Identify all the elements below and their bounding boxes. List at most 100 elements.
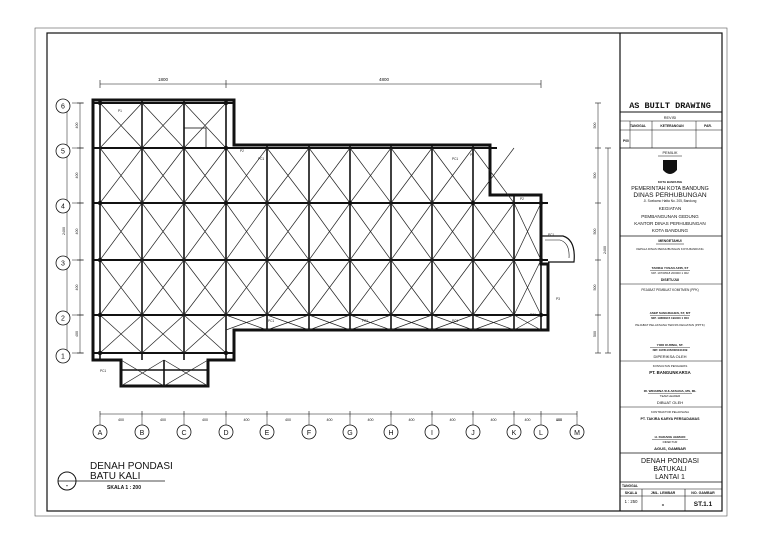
diagonal-brace [99, 314, 143, 354]
hint-tag: P2 [520, 197, 524, 201]
column-dot [97, 100, 103, 106]
logo-caption: KOTA BANDUNG [658, 180, 683, 184]
jml-label: JML. LEMBAR [651, 491, 676, 495]
diagonal-brace [183, 314, 227, 354]
contractor-label: KONTRAKTOR PELAKSANA [651, 410, 689, 414]
top-dim-1: 4800 [379, 77, 390, 82]
column-dot [97, 200, 103, 206]
row-bubble-circle [55, 143, 71, 159]
top-dim-0: 1800 [158, 77, 169, 82]
col-bubble-label: K [512, 430, 517, 437]
pc-tag: PC1 [100, 369, 106, 373]
row-bubble-circle [55, 98, 71, 114]
bottom-dim: 400 [285, 418, 291, 422]
kegiatan-line2: KANTOR DINAS PERHUBUNGAN [634, 221, 705, 226]
consultant-name: PT. BANGUNKARSA [649, 370, 691, 375]
diagonal-brace [141, 202, 185, 261]
bottom-dim: 400 [491, 418, 497, 422]
diagonal-brace [225, 202, 268, 261]
row-bubble-circle [55, 348, 71, 364]
kadis-role: KEPALA DINAS PERHUBUNGAN KOTA BANDUNG [636, 247, 704, 251]
bottom-dim: 400 [327, 418, 333, 422]
diagonal-brace [513, 314, 542, 331]
col-bubble-circle [342, 424, 358, 440]
col-bubble-circle [92, 424, 108, 440]
col-bubble-circle [465, 424, 481, 440]
plan-title-line2: BATU KALI [90, 471, 140, 482]
diagonal-brace [141, 259, 185, 316]
row-bubble-label: 3 [61, 261, 65, 268]
col-bubble-label: M [574, 430, 580, 437]
diagonal-brace [99, 147, 143, 204]
as-built-header: AS BUILT DRAWING [629, 101, 711, 111]
pc-tag: PC1 [548, 233, 554, 237]
diagonal-brace [390, 259, 433, 316]
diagonal-brace [513, 259, 542, 316]
skala-label: SKALA [625, 491, 638, 495]
diagonal-brace [308, 259, 351, 316]
diagonal-brace [472, 202, 515, 261]
diagonal-brace [183, 259, 227, 316]
supervisor-name: IR. WINARNA SULAKSANA, MS, ML [644, 389, 697, 393]
diagonal-brace [390, 202, 433, 261]
bottom-dim: 400 [556, 418, 562, 422]
stair-curve-inner [545, 239, 570, 259]
diagonal-brace [99, 202, 143, 261]
pc-tag: PC1 [258, 157, 264, 161]
diagonal-brace [141, 147, 185, 204]
diagonal-brace [99, 102, 143, 149]
row-bubble-label: 2 [61, 316, 65, 323]
rev-row: P00 [623, 139, 629, 143]
bottom-dim: 400 [450, 418, 456, 422]
bottom-dim: 400 [409, 418, 415, 422]
col-bubble-circle [424, 424, 440, 440]
column-dot [538, 200, 544, 206]
col-bubble-circle [134, 424, 150, 440]
row-bubble-circle [55, 198, 71, 214]
diagonal-brace [390, 314, 433, 331]
diagonal-brace [225, 314, 268, 331]
supervisor-role: TEAM LEADER [660, 394, 680, 398]
pc-tag: PC1 [452, 157, 458, 161]
col-bubble-circle [569, 424, 585, 440]
column-dot [470, 200, 476, 206]
engineer-nip: NIP. 197811052006041009 [653, 348, 688, 352]
column-dot [538, 257, 544, 263]
diagonal-brace [349, 314, 392, 331]
left-dim: 400 [75, 229, 79, 235]
bottom-dim: 400 [202, 418, 208, 422]
left-dim: 400 [75, 331, 79, 337]
plan-title-block: - DENAH PONDASI BATU KALI SKALA 1 : 200 [57, 461, 173, 491]
disetujui-label: DISETUJUI [661, 278, 679, 282]
diperiksa-label: DIPERIKSA OLEH [653, 354, 686, 359]
inner-frame [46, 32, 723, 512]
diagonal-brace [431, 202, 474, 261]
pc-tag: PC1 [362, 319, 368, 323]
revisi-label: REVISI [664, 116, 676, 120]
kegiatan-label: KEGIATAN [659, 206, 682, 211]
right-dim: 500 [593, 285, 597, 291]
column-dot [223, 145, 229, 151]
rev-col-desc: KETERANGAN [660, 124, 684, 128]
col-bubble-circle [383, 424, 399, 440]
rev-col-date: TANGGAL [630, 124, 646, 128]
rev-col-par: PAR. [704, 124, 712, 128]
diagonal-brace [472, 259, 515, 316]
col-bubble-label: J [471, 430, 475, 437]
org-address: Jl. Soekarno Hatta No. 205, Bandung [644, 199, 697, 203]
diagonal-brace [266, 259, 310, 316]
diagonal-brace [225, 259, 268, 316]
pc-tag: PC1 [268, 319, 274, 323]
diagonal-brace [266, 314, 310, 331]
tanggal-label: TANGGAL [622, 484, 638, 488]
drafter: AGUS, GAMBAR [654, 446, 686, 451]
diagonal-brace [472, 314, 515, 331]
director-role: DIREKTUR [663, 440, 678, 444]
hint-tag: P2 [240, 149, 244, 153]
column-dot [223, 200, 229, 206]
diagonal-brace [431, 314, 474, 331]
diagonal-brace [266, 202, 310, 261]
col-bubble-label: F [307, 430, 311, 437]
